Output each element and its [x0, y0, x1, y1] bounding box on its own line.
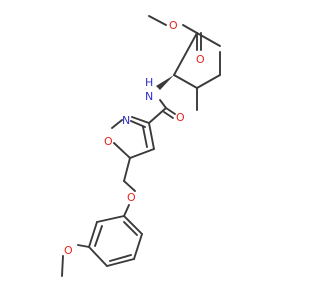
bond-ring-o-n: [111, 119, 123, 129]
bond-ring-n-c3-2: [130, 120, 146, 128]
bond-o-aryl: [123, 204, 130, 217]
bond-benzene-5: [133, 233, 143, 260]
bond-alpha-cbeta: [196, 32, 221, 47]
atom-o-isoxazole: O: [104, 135, 113, 148]
bond-methoxy-methyl: [61, 255, 64, 277]
molecule-svg: O O N H O N O O O: [61, 15, 221, 277]
bond-amide-c-o-2: [163, 111, 174, 119]
atom-o-ester-ether: O: [169, 19, 178, 32]
bond-c5-ch2: [123, 157, 131, 182]
molecule-structure-canvas: O O N H O N O O O: [61, 15, 221, 277]
atom-o-aryl-methoxy: O: [64, 244, 73, 257]
bond-ring-n-c3-1: [131, 116, 150, 124]
bond-methyl-ester: [148, 15, 167, 26]
stereo-wedge-bond: [156, 75, 174, 90]
atom-n-isoxazole: N: [122, 114, 130, 127]
atom-n-amide: N: [145, 90, 153, 103]
atom-o-ester-carbonyl: O: [196, 53, 205, 66]
bond-ester-o-c: [182, 24, 198, 34]
bond-ring-c4-c5: [129, 148, 155, 159]
bond-amide-c-isoxazole: [148, 107, 167, 124]
bond-aryl-o-methoxy: [77, 244, 90, 248]
bond-benzene-inner-2: [109, 254, 132, 262]
bond-alpha-cbeta-2: [173, 74, 198, 89]
atom-o-amide-carbonyl: O: [176, 111, 185, 124]
bond-ring-c5-o: [113, 142, 131, 159]
bond-n-amide-c: [159, 99, 167, 109]
bond-ring-c3-c4: [148, 122, 155, 150]
bond-ring-c3-c4-inner: [142, 126, 148, 148]
atom-h-amide: H: [145, 76, 153, 89]
bond-benzene-4: [106, 258, 135, 267]
bond-carbonyl-alpha: [173, 32, 198, 76]
bond-benzene-6: [123, 215, 143, 235]
bond-benzene-3: [88, 246, 108, 267]
bond-benzene-inner-3: [123, 221, 138, 236]
bond-amide-c-o-1: [165, 107, 176, 115]
bond-benzene-1: [96, 215, 125, 223]
bond-ch2-o-ether: [123, 180, 136, 192]
bond-cbeta-methyl-b: [196, 74, 221, 89]
bond-benzene-inner-1: [94, 225, 103, 247]
atom-o-ether: O: [127, 191, 136, 204]
bond-benzene-2: [88, 221, 98, 248]
